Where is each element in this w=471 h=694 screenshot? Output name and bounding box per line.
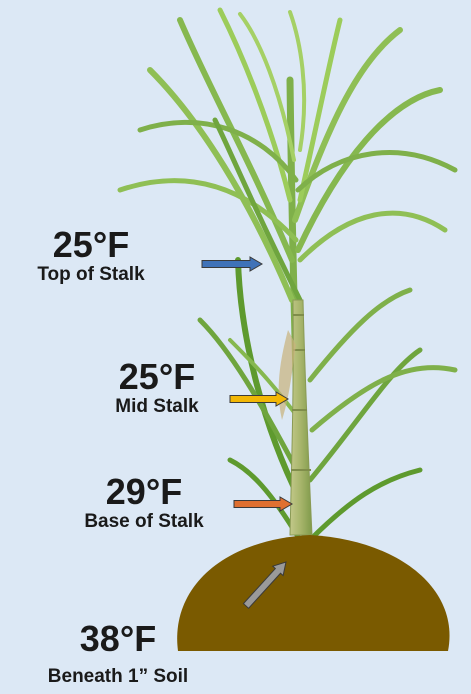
arrow-top (202, 257, 262, 271)
temperature-base: 29°F (58, 473, 230, 511)
soil-mound (177, 535, 449, 651)
location-soil: Beneath 1” Soil (20, 666, 216, 688)
stalk (290, 300, 312, 535)
arrow-base (234, 497, 292, 511)
reading-soil: 38°F Beneath 1” Soil (20, 620, 216, 688)
location-mid: Mid Stalk (92, 396, 222, 418)
reading-mid: 25°F Mid Stalk (92, 358, 222, 418)
location-base: Base of Stalk (58, 511, 230, 533)
reading-base: 29°F Base of Stalk (58, 473, 230, 533)
temperature-soil: 38°F (20, 620, 216, 658)
temperature-mid: 25°F (92, 358, 222, 396)
reading-top: 25°F Top of Stalk (8, 226, 174, 286)
location-top: Top of Stalk (8, 264, 174, 286)
temperature-top: 25°F (8, 226, 174, 264)
